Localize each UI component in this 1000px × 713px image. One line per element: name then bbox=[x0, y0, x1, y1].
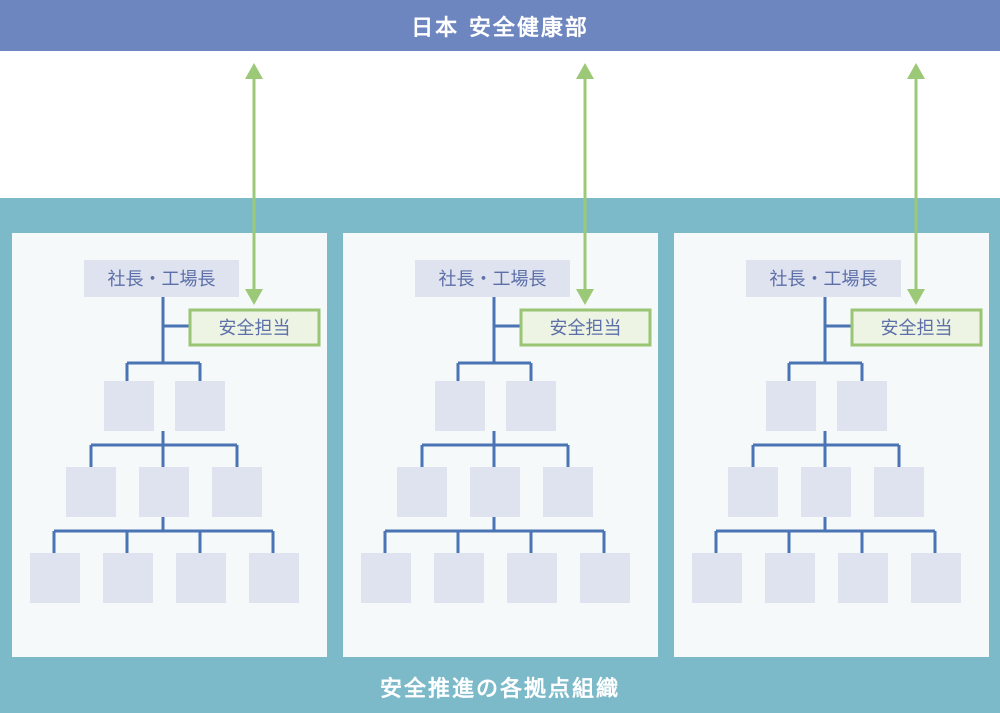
org-node bbox=[212, 467, 262, 517]
org-node bbox=[543, 467, 593, 517]
tree-level-1-connector bbox=[787, 361, 864, 381]
president-label: 社長・工場長 bbox=[770, 269, 878, 290]
org-node bbox=[692, 553, 742, 603]
org-node bbox=[139, 467, 189, 517]
header-title: 日本 安全健康部 bbox=[411, 15, 589, 41]
site-panel-1: 社長・工場長 安全担当 bbox=[12, 233, 327, 657]
org-node bbox=[838, 553, 888, 603]
org-node bbox=[507, 553, 557, 603]
org-node bbox=[580, 553, 630, 603]
safety-officer-box bbox=[188, 308, 321, 347]
org-node bbox=[176, 553, 226, 603]
tree-level-2-connector bbox=[89, 431, 239, 467]
org-node bbox=[397, 467, 447, 517]
safety-officer-box bbox=[850, 308, 983, 347]
org-node bbox=[801, 467, 851, 517]
safety-officer-label: 安全担当 bbox=[219, 318, 291, 339]
tree-level-1-connector bbox=[125, 361, 202, 381]
tree-level-2-connector bbox=[420, 431, 570, 467]
tree-level-3-connector bbox=[714, 517, 937, 553]
site-panel-2: 社長・工場長 安全担当 bbox=[343, 233, 658, 657]
org-node bbox=[766, 381, 816, 431]
org-node bbox=[434, 553, 484, 603]
president-box bbox=[746, 260, 901, 297]
org-node bbox=[470, 467, 520, 517]
org-node bbox=[249, 553, 299, 603]
arrow-up-icon bbox=[245, 63, 263, 79]
president-box bbox=[415, 260, 570, 297]
org-node bbox=[765, 553, 815, 603]
site-panel-3: 社長・工場長 安全担当 bbox=[674, 233, 989, 657]
president-box bbox=[84, 260, 239, 297]
arrow-up-icon bbox=[576, 63, 594, 79]
tree-trunk bbox=[161, 297, 190, 363]
tree-trunk bbox=[492, 297, 521, 363]
org-node bbox=[506, 381, 556, 431]
safety-officer-label: 安全担当 bbox=[881, 318, 953, 339]
tree-level-1-connector bbox=[456, 361, 533, 381]
footer-label: 安全推進の各拠点組織 bbox=[0, 666, 1000, 708]
org-node bbox=[66, 467, 116, 517]
tree-trunk bbox=[823, 297, 852, 363]
org-node bbox=[30, 553, 80, 603]
tree-level-2-connector bbox=[751, 431, 901, 467]
president-label: 社長・工場長 bbox=[108, 269, 216, 290]
org-node bbox=[911, 553, 961, 603]
org-node bbox=[837, 381, 887, 431]
arrow-up-icon bbox=[907, 63, 925, 79]
org-node bbox=[175, 381, 225, 431]
tree-level-3-connector bbox=[383, 517, 606, 553]
org-node bbox=[103, 553, 153, 603]
safety-officer-box bbox=[519, 308, 652, 347]
header-bar: 日本 安全健康部 bbox=[0, 0, 1000, 51]
footer-label-text: 安全推進の各拠点組織 bbox=[379, 677, 620, 702]
org-node bbox=[874, 467, 924, 517]
president-label: 社長・工場長 bbox=[439, 269, 547, 290]
tree-level-3-connector bbox=[52, 517, 275, 553]
org-node bbox=[361, 553, 411, 603]
org-node bbox=[104, 381, 154, 431]
org-node bbox=[728, 467, 778, 517]
safety-officer-label: 安全担当 bbox=[550, 318, 622, 339]
org-node bbox=[435, 381, 485, 431]
